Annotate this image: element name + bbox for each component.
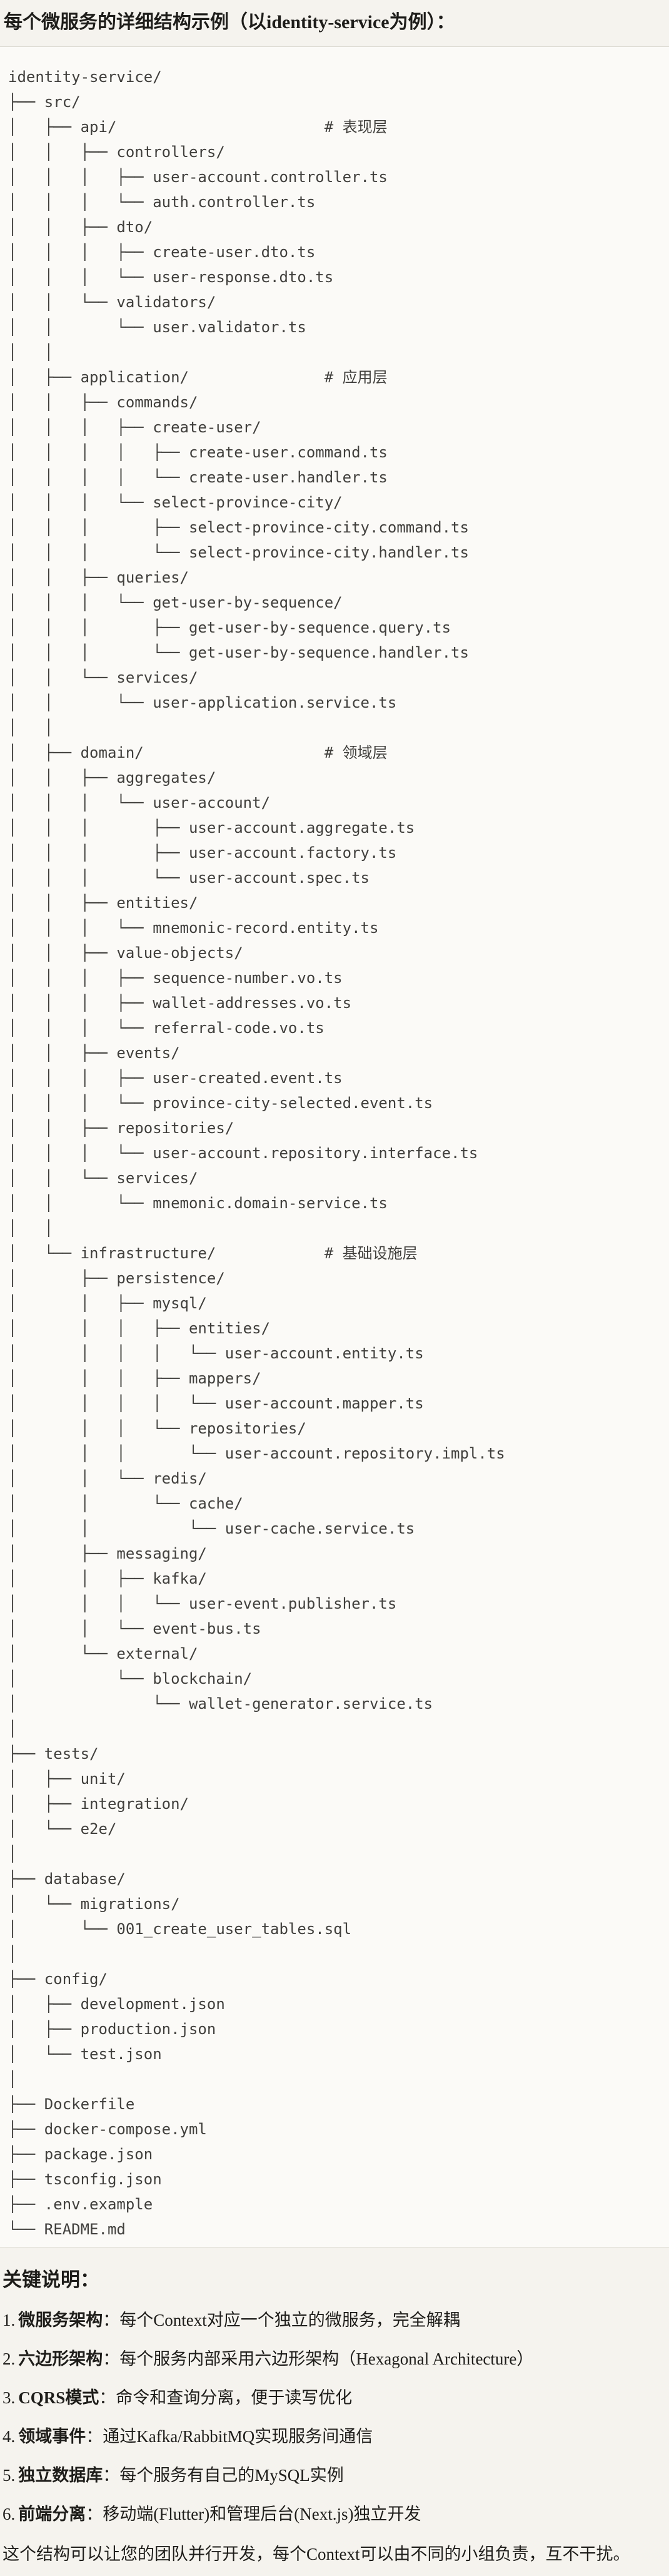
page-title: 每个微服务的详细结构示例（以identity-service为例）： — [4, 12, 455, 33]
key-notes-section: 关键说明： 1.微服务架构：每个Context对应一个独立的微服务，完全解耦 2… — [0, 2266, 669, 2567]
list-item-number: 6. — [3, 2505, 16, 2523]
list-item: 5.独立数据库：每个服务有自己的MySQL实例 — [3, 2463, 666, 2488]
list-item-term: 前端分离 — [18, 2505, 86, 2523]
list-item-number: 2. — [3, 2349, 16, 2368]
list-item: 2.六边形架构：每个服务内部采用六边形架构（Hexagonal Architec… — [3, 2346, 666, 2371]
list-item: 3.CQRS模式：命令和查询分离，便于读写优化 — [3, 2385, 666, 2410]
list-item-text: ：每个服务有自己的MySQL实例 — [103, 2466, 344, 2485]
list-item-number: 4. — [3, 2427, 16, 2446]
list-item-text: ：通过Kafka/RabbitMQ实现服务间通信 — [86, 2427, 373, 2446]
list-item-text: ：每个Context对应一个独立的微服务，完全解耦 — [103, 2311, 460, 2329]
closing-paragraph: 这个结构可以让您的团队并行开发，每个Context可以由不同的小组负责，互不干扰… — [3, 2545, 630, 2563]
key-notes-list: 1.微服务架构：每个Context对应一个独立的微服务，完全解耦 2.六边形架构… — [3, 2308, 666, 2527]
list-item-text: ：命令和查询分离，便于读写优化 — [99, 2388, 353, 2407]
list-item-number: 3. — [3, 2388, 16, 2407]
directory-tree: identity-service/ ├── src/ │ ├── api/ # … — [8, 68, 505, 2238]
list-item-term: 领域事件 — [18, 2427, 86, 2446]
list-item-term: 微服务架构 — [18, 2311, 103, 2329]
list-item-term: 六边形架构 — [18, 2349, 103, 2368]
list-item-number: 1. — [3, 2311, 16, 2329]
list-item-text: ：每个服务内部采用六边形架构（Hexagonal Architecture） — [103, 2349, 534, 2368]
key-notes-heading: 关键说明： — [3, 2269, 99, 2291]
list-item-number: 5. — [3, 2466, 16, 2485]
list-item: 1.微服务架构：每个Context对应一个独立的微服务，完全解耦 — [3, 2308, 666, 2333]
list-item: 6.前端分离：移动端(Flutter)和管理后台(Next.js)独立开发 — [3, 2502, 666, 2527]
list-item-term: 独立数据库 — [18, 2466, 103, 2485]
list-item-text: ：移动端(Flutter)和管理后台(Next.js)独立开发 — [86, 2505, 421, 2523]
list-item: 4.领域事件：通过Kafka/RabbitMQ实现服务间通信 — [3, 2424, 666, 2449]
code-block: identity-service/ ├── src/ │ ├── api/ # … — [0, 46, 669, 2248]
list-item-term: CQRS模式 — [18, 2388, 99, 2407]
